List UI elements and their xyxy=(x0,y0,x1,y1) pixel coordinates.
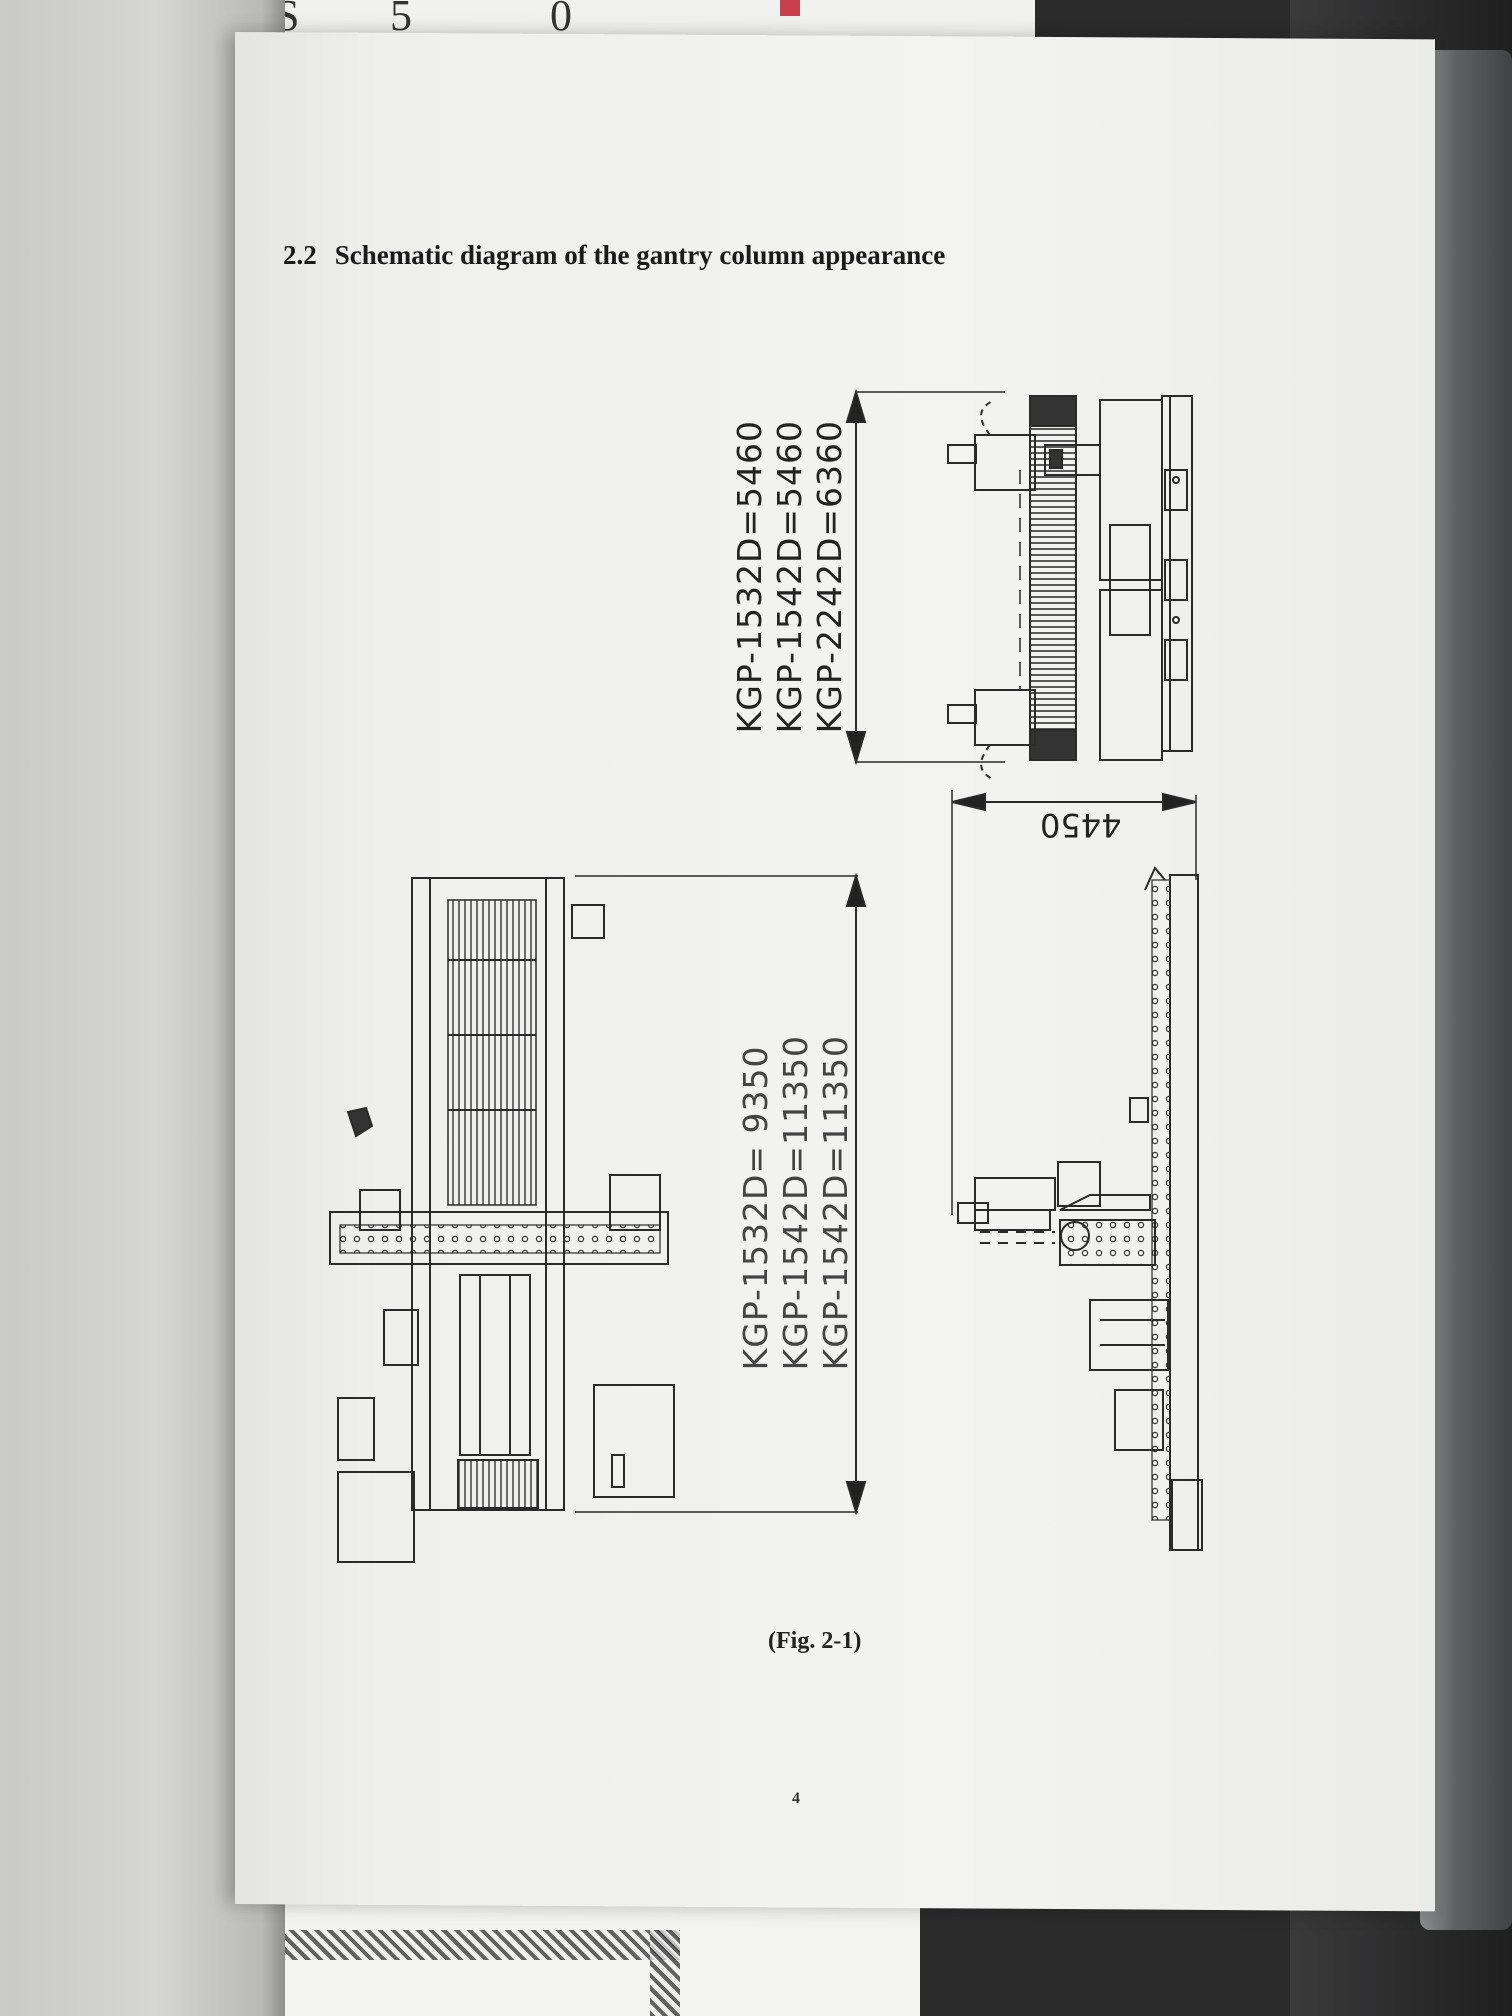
figure-caption: (Fig. 2-1) xyxy=(768,1628,862,1654)
red-stamp-fragment xyxy=(780,0,800,16)
gantry-plan-view-drawing xyxy=(329,872,867,1563)
section-number: 2.2 xyxy=(283,240,317,270)
page-number: 4 xyxy=(792,1790,800,1807)
gantry-side-view-drawing xyxy=(957,866,1203,1551)
dimension-label: KGP-1532D= 9350 xyxy=(736,1045,775,1371)
gantry-top-view-drawing xyxy=(947,395,1193,781)
dimension-label: KGP-1532D=5460 xyxy=(730,420,769,734)
section-heading: 2.2 Schematic diagram of the gantry colum… xyxy=(283,240,945,271)
binder-edge xyxy=(1420,50,1512,1930)
dimension-arrow-width xyxy=(951,790,1197,1215)
dimension-label: KGP-1542D=11350 xyxy=(776,1035,815,1371)
dimension-label: KGP-1542D=5460 xyxy=(770,420,809,734)
decorative-border-pattern xyxy=(280,1930,680,1960)
dimension-label: KGP-1542D=11350 xyxy=(816,1035,855,1371)
section-title: Schematic diagram of the gantry column a… xyxy=(334,240,946,270)
side-view-dimension-labels: KGP-1532D= 9350 KGP-1542D=11350 KGP-1542… xyxy=(736,1035,856,1370)
dimension-arrow-top-view xyxy=(845,388,1005,766)
top-view-dimension-labels: KGP-1532D=5460 KGP-1542D=5460 KGP-2242D=… xyxy=(730,420,850,733)
width-dimension-label: 4450 xyxy=(1040,806,1122,844)
decorative-border-pattern xyxy=(650,1930,680,2016)
dimension-label: KGP-2242D=6360 xyxy=(810,420,849,734)
